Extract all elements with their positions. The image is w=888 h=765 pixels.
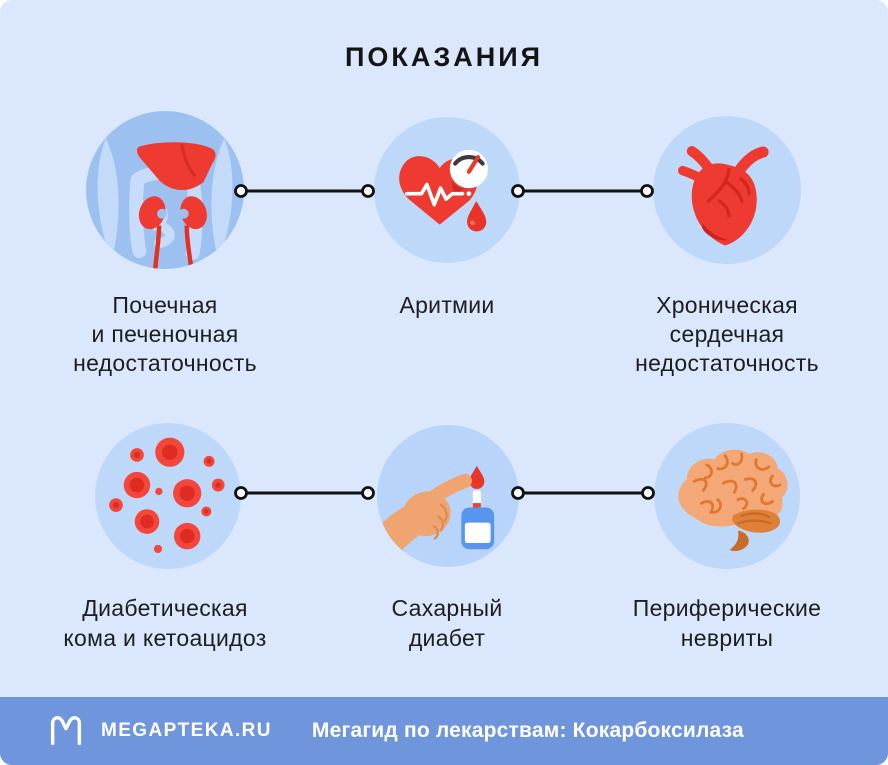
indication-label-heart-failure: Хроническая сердечная недостаточность	[635, 292, 819, 376]
indication-circle-kidney-liver	[86, 111, 244, 269]
brain-icon	[654, 423, 800, 569]
heart-pulse-icon	[374, 117, 520, 263]
megapteka-logo-icon	[50, 716, 82, 746]
brand-name: MEGAPTEKA.RU	[101, 720, 272, 741]
footer-bar: MEGAPTEKA.RU Мегагид по лекарствам: Кока…	[0, 697, 888, 765]
blood-cells-icon	[95, 423, 241, 569]
connector-line	[511, 486, 655, 500]
liver-kidneys-icon	[86, 111, 244, 269]
indication-label-ketoacidosis: Диабетическая кома и кетоацидоз	[63, 595, 267, 651]
indication-label-arrhythmia: Аритмии	[399, 292, 495, 318]
connector-line	[234, 184, 375, 198]
indication-label-neuritis: Периферические невриты	[632, 595, 822, 651]
indication-label-kidney-liver: Почечная и печеночная недостаточность	[73, 292, 257, 376]
glucose-meter-icon	[377, 425, 519, 567]
indication-circle-heart-failure	[653, 116, 801, 264]
indication-circle-diabetes	[377, 425, 519, 567]
connector-line	[511, 184, 654, 198]
indication-label-diabetes: Сахарный диабет	[391, 595, 503, 651]
indication-circle-neuritis	[654, 423, 800, 569]
page-title: ПОКАЗАНИЯ	[344, 42, 544, 72]
anatomical-heart-icon	[653, 116, 801, 264]
connector-line	[234, 486, 375, 500]
indication-circle-arrhythmia	[374, 117, 520, 263]
footer-caption: Мегагид по лекарствам: Кокарбоксилаза	[311, 719, 744, 742]
indication-circle-blood-cells	[95, 423, 241, 569]
